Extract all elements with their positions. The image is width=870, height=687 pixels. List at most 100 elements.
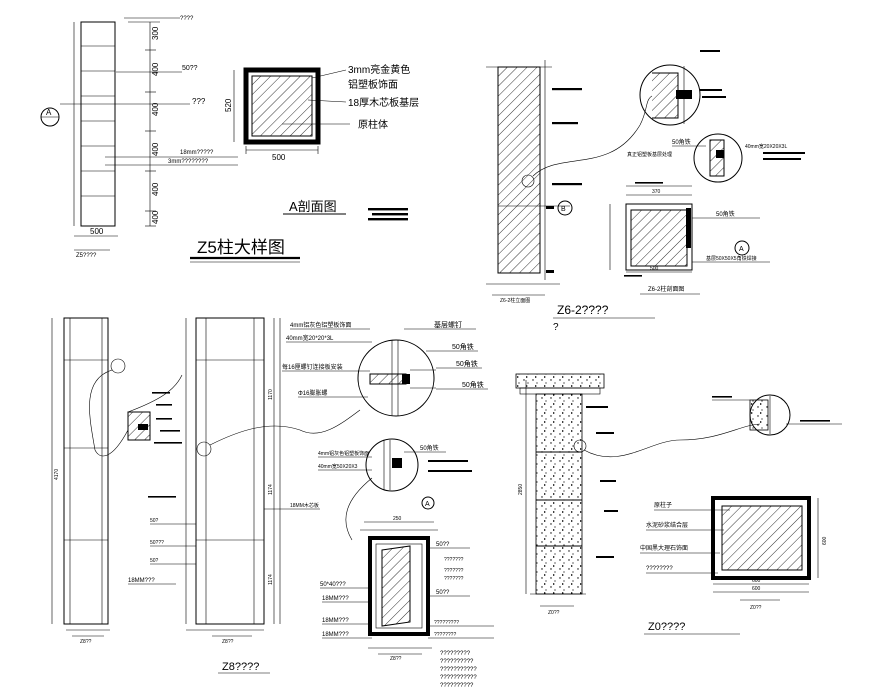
z8-mini-detail <box>127 374 183 444</box>
z6-section-plan: 370 500 50角铁 A 基层50X50X5角铁焊接 Z6-2柱剖面图 <box>609 182 770 295</box>
z5-elev-caption: Z5???? <box>76 253 97 259</box>
z6-dim-b: 500 <box>650 266 659 272</box>
z6-title-block: Z6-2???? ? <box>553 303 655 333</box>
z5-elev-dim-4: 400 <box>151 142 160 156</box>
z5-label-column: 原柱体 <box>358 118 388 131</box>
z8-detail-label-2: 每16厘螺钉连接板安装 <box>282 363 343 371</box>
z8-plan-side-label-2: ??????? <box>444 568 464 574</box>
z8-detail-label-7: 基层螺钉 <box>434 320 462 329</box>
z5-section-title: A剖面图 <box>289 199 337 214</box>
z5-note-top: ???? <box>180 16 194 22</box>
z6-detail-circle-1 <box>639 50 726 126</box>
z8-detail-label-6: 50角铁 <box>462 380 484 389</box>
z8-detail2-label-1: 40mm宽50X20X3 <box>318 463 358 470</box>
z6-note-mesh: 真正铝塑板基层处理 <box>627 151 672 158</box>
z8-plan-label-4: 50?? <box>436 542 450 548</box>
z5-dim-500: 500 <box>272 153 286 162</box>
z8-elev2-dim-1: 1170 <box>268 389 274 400</box>
z5-marker-label: A <box>46 108 52 117</box>
z8-detail-label-3: Φ16膨胀螺 <box>298 389 327 397</box>
z8-plan-label-7: ???????? <box>434 632 456 638</box>
z5-dim-520: 520 <box>224 98 233 112</box>
z5-elevation: 300 400 400 400 400 400 500 Z5???? ???? … <box>40 16 238 259</box>
z0-dim-side: 600 <box>822 536 828 545</box>
z8-elevation-1: 4170 Z8?? <box>51 317 129 645</box>
z6-section-caption: Z6-2柱剖面图 <box>648 285 684 293</box>
z8-elev2-caption: Z8?? <box>222 639 234 645</box>
z8-elev-label-3: 50??? <box>150 540 164 546</box>
z8-detail-circle-2: 4mm铝灰色铝塑板饰面 40mm宽50X20X3 50角铁 <box>318 438 472 541</box>
z0-section-plan: 600 600 600 原柱子 水泥砂浆结合层 中国黑大理石饰面 ???????… <box>640 496 828 611</box>
z5-section-plan: 500 520 3mm亮金黄色 铝塑板饰面 18厚木芯板基层 原柱体 A剖面图 … <box>190 63 419 263</box>
z5-note-50: 50?? <box>182 65 198 72</box>
z0-elevation: 2850 Z0?? <box>515 373 761 616</box>
z8-detail-label-4: 50角铁 <box>452 342 474 351</box>
z0-label-1: 原柱子 <box>654 501 672 509</box>
z8-plan-caption: Z8?? <box>390 656 402 662</box>
z8-detail2-label-0: 4mm铝灰色铝塑板饰面 <box>318 450 369 457</box>
z6-subtitle: ? <box>553 322 559 333</box>
z5-elev-dim-3: 400 <box>151 102 160 116</box>
z5-elev-dim-5: 400 <box>151 182 160 196</box>
z6-dim-a: 370 <box>652 189 661 195</box>
z6-marker-a <box>734 240 750 256</box>
z5-note-18: 18mm????? <box>180 150 214 156</box>
z0-elev-caption: Z0?? <box>548 610 560 616</box>
z8-detail2-label-2: 50角铁 <box>420 444 439 452</box>
z8-note-3: ??????????? <box>440 675 477 681</box>
z6-elevation: B Z6-2柱立面图 <box>486 60 653 304</box>
z8-plan-label-6: ????????? <box>434 620 459 626</box>
z5-label-finish: 3mm亮金黄色 <box>348 63 410 76</box>
z8-note-0: ????????? <box>440 651 471 657</box>
z0-label-3: 中国黑大理石饰面 <box>640 544 688 552</box>
z5-elev-dim-2: 400 <box>151 62 160 76</box>
z6-note-40: 40mm宽20X20X3L <box>745 143 787 150</box>
z5-label-board: 18厚木芯板基层 <box>348 96 419 109</box>
z8-elev2-dim-2: 1174 <box>268 484 274 495</box>
z8-elev2-dim-3: 1174 <box>268 574 274 585</box>
z8-note-4: ?????????? <box>440 683 474 687</box>
z0-detail-circle <box>712 394 842 436</box>
z6-marker-b-label: B <box>561 206 566 213</box>
z0-label-4: ???????? <box>646 566 673 572</box>
z8-section-plan: 250 A 50*40??? 18MM??? 18MM??? 18MM??? 5… <box>320 496 494 687</box>
z5-label-finish-2: 铝塑板饰面 <box>348 78 398 91</box>
z6-note-50: 50角铁 <box>672 138 691 146</box>
z8-detail-label-0: 4mm铝灰色铝塑板饰面 <box>290 321 351 329</box>
z6-note-50b: 50角铁 <box>716 210 735 218</box>
z8-detail-circle-1: 4mm铝灰色铝塑板饰面 40mm宽20*20*3L 每16厘螺钉连接板安装 Φ1… <box>282 320 488 417</box>
z8-elev1-caption: Z8?? <box>80 639 92 645</box>
z0-plan-caption: Z0?? <box>750 605 762 611</box>
z8-elev-label-0: 18MM??? <box>128 578 155 584</box>
z8-plan-label-3: 18MM??? <box>322 632 349 638</box>
z8-elev-label-1: 18MM木芯板 <box>290 502 319 509</box>
z0-elev-dim: 2850 <box>518 484 524 495</box>
z0-title-block: Z0???? <box>644 621 740 635</box>
z8-elevation-2: 1170 1174 1174 18MM木芯板 50? 50??? 50? 18M… <box>128 317 361 674</box>
z0-dim-600: 600 <box>752 578 761 584</box>
z8-plan-label-0: 50*40??? <box>320 582 346 588</box>
z5-elev-dim-6: 400 <box>151 210 160 224</box>
z8-marker-a <box>421 496 435 510</box>
z5-elev-dim-1: 300 <box>151 26 160 40</box>
z8-plan-label-1: 18MM??? <box>322 596 349 602</box>
z6-marker-a-label: A <box>739 246 744 253</box>
z6-title: Z6-2???? <box>557 303 609 317</box>
z6-note-base: 基层50X50X5角铁焊接 <box>706 255 757 262</box>
z8-marker-a-label: A <box>425 501 430 508</box>
z5-elev-width: 500 <box>90 227 104 236</box>
z6-elev-caption: Z6-2柱立面图 <box>500 297 530 304</box>
z0-dim-600b: 600 <box>752 586 761 592</box>
z5-title: Z5柱大样图 <box>197 238 285 257</box>
z6-marker-b <box>557 200 573 216</box>
z8-plan-label-5: 50?? <box>436 590 450 596</box>
z8-elev-label-4: 50? <box>150 558 159 564</box>
z6-detail-circle-2: 50角铁 真正铝塑板基层处理 40mm宽20X20X3L <box>627 133 805 183</box>
z0-title: Z0???? <box>648 621 685 633</box>
z8-dim-top: 250 <box>393 516 402 522</box>
z8-plan-side-label-1: ??????? <box>444 557 464 563</box>
z8-plan-side-label-3: ??????? <box>444 576 464 582</box>
z8-elev1-dim: 4170 <box>54 469 60 480</box>
z5-note-mid: ??? <box>192 97 206 106</box>
